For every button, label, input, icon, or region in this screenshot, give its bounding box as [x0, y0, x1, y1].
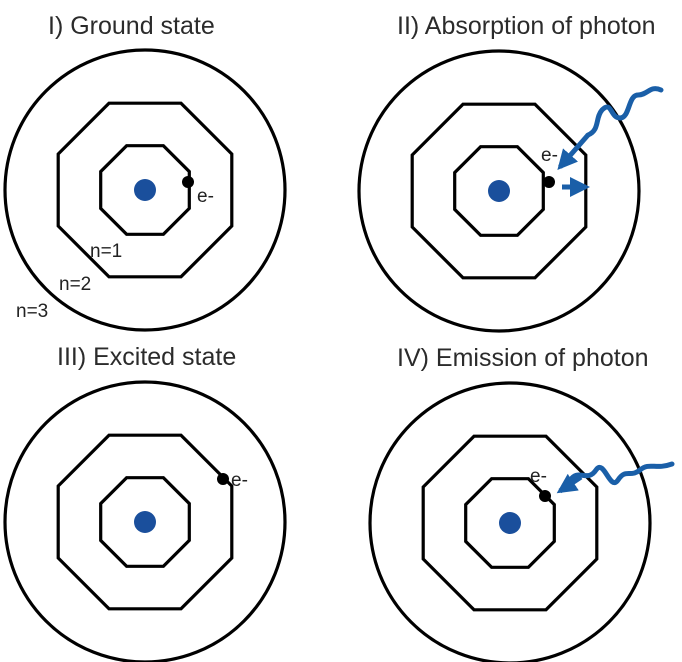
orbit-n3: [368, 381, 652, 662]
shell-label-n2: n=2: [59, 274, 91, 295]
orbit-n2: [56, 433, 234, 611]
orbit-n1: [99, 144, 191, 236]
electron: [217, 473, 229, 485]
electron-label: e-: [231, 470, 248, 491]
orbit-n2: [410, 102, 588, 280]
orbit-n3: [357, 49, 641, 333]
nucleus: [134, 511, 156, 533]
nucleus: [488, 180, 510, 202]
electron: [539, 490, 551, 502]
electron: [543, 176, 555, 188]
panel-title-absorption: II) Absorption of photon: [397, 12, 656, 40]
incoming-photon-wave: [585, 86, 664, 138]
panel-emission: e-: [368, 381, 675, 662]
nucleus: [499, 512, 521, 534]
orbit-n2: [56, 101, 234, 279]
shell-label-n3: n=3: [16, 301, 48, 322]
electron-label: e-: [541, 145, 558, 166]
panel-excited-state: e-: [3, 380, 287, 662]
orbit-n2: [421, 434, 599, 612]
panel-title-excited-state: III) Excited state: [57, 343, 237, 371]
panel-absorption: e-: [357, 49, 664, 333]
panel-title-emission: IV) Emission of photon: [397, 344, 649, 372]
shell-label-n1: n=1: [90, 241, 122, 262]
orbit-n1: [99, 476, 191, 568]
photon-arrow: [556, 473, 583, 494]
panel-ground-state: e- n=1 n=2 n=3: [3, 48, 287, 332]
electron: [182, 176, 194, 188]
emitted-photon-wave: [569, 461, 675, 486]
electron-label: e-: [197, 186, 214, 207]
electron-label: e-: [530, 466, 547, 487]
orbit-n3: [3, 380, 287, 662]
orbit-n3: [3, 48, 287, 332]
orbit-n1: [453, 145, 545, 237]
nucleus: [134, 179, 156, 201]
photon-arrow-in: [557, 133, 590, 171]
panel-title-ground-state: I) Ground state: [48, 12, 215, 40]
